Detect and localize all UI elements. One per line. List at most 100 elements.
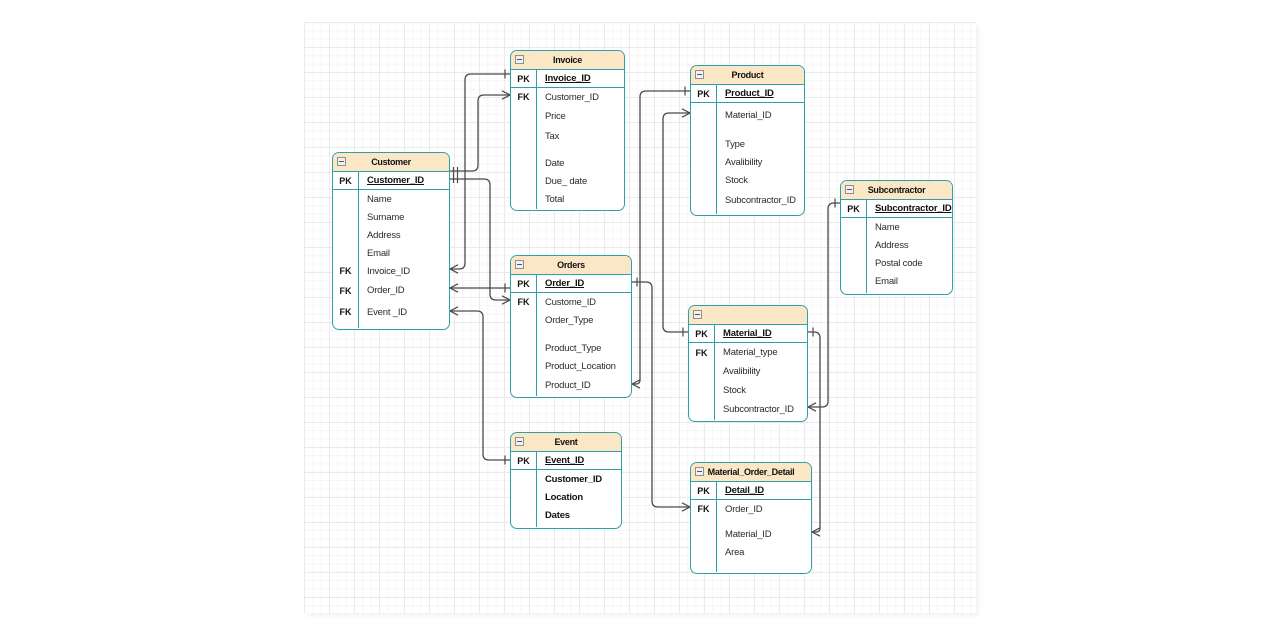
table-header-orders[interactable]: Orders xyxy=(511,256,631,275)
table-header-event[interactable]: Event xyxy=(511,433,621,452)
table-row-invoice-tax[interactable]: Tax xyxy=(511,126,624,146)
table-header-customer[interactable]: Customer xyxy=(333,153,449,172)
table-header-material_order_detail[interactable]: Material_Order_Detail xyxy=(691,463,811,482)
table-header-invoice[interactable]: Invoice xyxy=(511,51,624,70)
edge-material-pk-to-mod-material-id[interactable] xyxy=(808,327,821,537)
collapse-icon[interactable] xyxy=(845,185,854,194)
edge-customer-event-id-to-event-pk[interactable] xyxy=(448,306,510,465)
edge-line[interactable] xyxy=(632,90,690,385)
table-row-orders-product-type[interactable]: Product_Type xyxy=(511,339,631,357)
table-row-orders-order-type[interactable]: Order_Type xyxy=(511,311,631,329)
key-badge: PK xyxy=(517,73,530,84)
table-row-customer-email[interactable]: Email xyxy=(333,244,449,262)
table-row-material-stock[interactable]: Stock xyxy=(689,381,807,400)
table-row-event-dates[interactable]: Dates xyxy=(511,506,621,524)
edge-line[interactable] xyxy=(450,310,510,461)
table-row-event-customer-id[interactable]: Customer_ID xyxy=(511,470,621,488)
collapse-icon[interactable] xyxy=(515,437,524,446)
table-row-material-avalibility[interactable]: Avalibility xyxy=(689,362,807,381)
row-label: Detail_ID xyxy=(725,485,764,496)
table-header-product[interactable]: Product xyxy=(691,66,804,85)
table-row-customer-address[interactable]: Address xyxy=(333,226,449,244)
edge-customer-order-id-to-orders-pk[interactable] xyxy=(448,283,510,293)
table-title: Event xyxy=(554,437,578,447)
table-row-invoice-date[interactable]: Date xyxy=(511,154,624,172)
row-label: Subcontractor_ID xyxy=(875,203,952,214)
edge-line[interactable] xyxy=(450,94,510,172)
table-row-event-location[interactable]: Location xyxy=(511,488,621,506)
edge-material-subcontractor-id-to-subcontractor-pk[interactable] xyxy=(806,198,840,412)
table-row-orders-product-id[interactable]: Product_ID xyxy=(511,376,631,395)
row-label: Avalibility xyxy=(725,156,763,168)
table-row-material-subcontractor-id[interactable]: Subcontractor_ID xyxy=(689,400,807,419)
collapse-icon[interactable] xyxy=(695,70,704,79)
collapse-icon[interactable] xyxy=(695,467,704,476)
edge-line[interactable] xyxy=(808,202,840,408)
table-row-material_order_detail-area[interactable]: Area xyxy=(691,543,811,561)
table-row-subcontractor-postal-code[interactable]: Postal code xyxy=(841,254,952,272)
table-row-product-type[interactable]: Type xyxy=(691,135,804,153)
table-row-subcontractor-address[interactable]: Address xyxy=(841,236,952,254)
table-row-product-subcontractor-id[interactable]: Subcontractor_ID xyxy=(691,189,804,211)
edge-orders-product-id-to-product-pk[interactable] xyxy=(630,86,690,389)
edge-start-marker-arrow xyxy=(448,306,459,316)
table-row-customer-name[interactable]: Name xyxy=(333,190,449,208)
table-title: Material_Order_Detail xyxy=(707,467,795,477)
table-header-material[interactable] xyxy=(689,306,807,325)
table-row-customer-surname[interactable]: Surname xyxy=(333,208,449,226)
row-label: Name xyxy=(367,193,392,205)
row-label: Product_Location xyxy=(545,361,616,372)
table-header-subcontractor[interactable]: Subcontractor xyxy=(841,181,952,200)
key-badge: FK xyxy=(697,504,710,514)
row-label: Subcontractor_ID xyxy=(725,194,796,206)
table-row-product-avalibility[interactable]: Avalibility xyxy=(691,153,804,171)
table-row-orders-product-location[interactable]: Product_Location xyxy=(511,357,631,376)
collapse-icon[interactable] xyxy=(693,310,702,319)
row-label: Material_ID xyxy=(725,528,772,540)
row-label: Avalibility xyxy=(723,366,761,377)
edge-start-marker-arrow xyxy=(448,283,459,293)
edge-line[interactable] xyxy=(662,112,690,333)
collapse-icon[interactable] xyxy=(515,55,524,64)
table-row-subcontractor-email[interactable]: Email xyxy=(841,272,952,290)
edge-line[interactable] xyxy=(632,281,690,508)
collapse-icon[interactable] xyxy=(515,260,524,269)
table-row-product-material-id[interactable]: Material_ID xyxy=(691,103,804,127)
edge-end-marker-arrow xyxy=(810,527,821,537)
row-spacer xyxy=(333,323,449,329)
edge-line[interactable] xyxy=(450,178,510,301)
key-badge: PK xyxy=(847,203,860,214)
table-row-subcontractor-subcontractor-id[interactable]: PK Subcontractor_ID xyxy=(841,200,952,218)
collapse-icon[interactable] xyxy=(337,157,346,166)
row-label: Stock xyxy=(725,174,748,186)
table-row-subcontractor-name[interactable]: Name xyxy=(841,218,952,236)
table-row-invoice-due-date[interactable]: Due_ date xyxy=(511,172,624,190)
table-row-invoice-price[interactable]: Price xyxy=(511,106,624,126)
table-row-invoice-total[interactable]: Total xyxy=(511,190,624,208)
edge-line[interactable] xyxy=(808,331,821,533)
table-row-material_order_detail-material-id[interactable]: Material_ID xyxy=(691,525,811,543)
table-row-product-stock[interactable]: Stock xyxy=(691,171,804,189)
